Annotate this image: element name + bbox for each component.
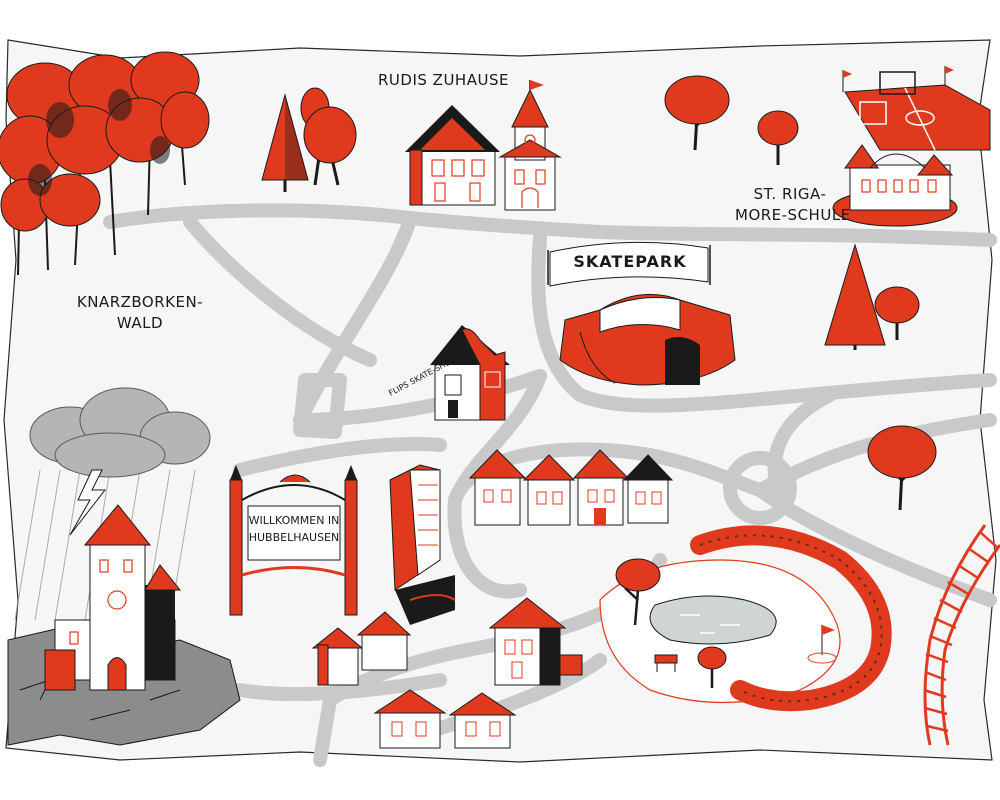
house-row-icon: [468, 449, 674, 526]
park-tree-icon: [615, 558, 727, 688]
skatepark-icon: [547, 241, 736, 386]
red-forest-icon: [0, 51, 210, 276]
small-houses-icon: [311, 611, 412, 686]
bottom-houses-icon: [373, 689, 517, 749]
pond-icon: [649, 595, 777, 645]
skate-shop-icon: [430, 325, 510, 421]
flag-icon: [807, 625, 837, 664]
welcome-sign-text: WILLKOMMEN IN HUBBELHAUSEN: [248, 512, 340, 546]
welcome-line1: WILLKOMMEN IN: [248, 514, 340, 527]
skatepark-sign-text: SKATEPARK: [573, 252, 687, 271]
label-knarzborken-wald: KNARZBORKEN- WALD: [70, 292, 210, 334]
soccer-field-icon: [842, 66, 991, 151]
railway-track-icon: [923, 524, 1000, 746]
conifer-tree-icon-2: [824, 243, 886, 350]
church-tower-icon: [498, 80, 562, 211]
round-tree-icon-2: [874, 286, 920, 340]
tall-tower-icon: [389, 464, 456, 625]
small-tree-icon: [757, 110, 799, 165]
haunted-castle-icon: [44, 504, 182, 691]
bushy-tree-icon: [300, 87, 357, 186]
label-rudis-zuhause-text: RUDIS ZUHAUSE: [378, 71, 509, 89]
label-wald-line2: WALD: [116, 314, 164, 332]
park-bench-icon: [654, 654, 678, 672]
label-wald-line1: KNARZBORKEN-: [76, 293, 204, 311]
round-tree-icon: [664, 75, 730, 151]
label-schule-line2: MORE-SCHULE: [735, 206, 851, 224]
round-tree-icon-3: [867, 425, 937, 511]
welcome-gate-icon: [229, 465, 358, 616]
house-center-icon: [488, 597, 583, 686]
conifer-tree-icon: [261, 93, 309, 192]
label-st-rigamore-schule: ST. RIGA- MORE-SCHULE: [735, 184, 851, 226]
rudis-house-icon: [405, 105, 500, 206]
welcome-line2: HUBBELHAUSEN: [248, 531, 340, 544]
storm-cloud-icon: [14, 387, 211, 621]
school-building-icon: [832, 144, 958, 227]
roundabout: [723, 451, 797, 525]
label-rudis-zuhause: RUDIS ZUHAUSE: [378, 70, 508, 91]
label-schule-line1: ST. RIGA-: [753, 185, 827, 203]
